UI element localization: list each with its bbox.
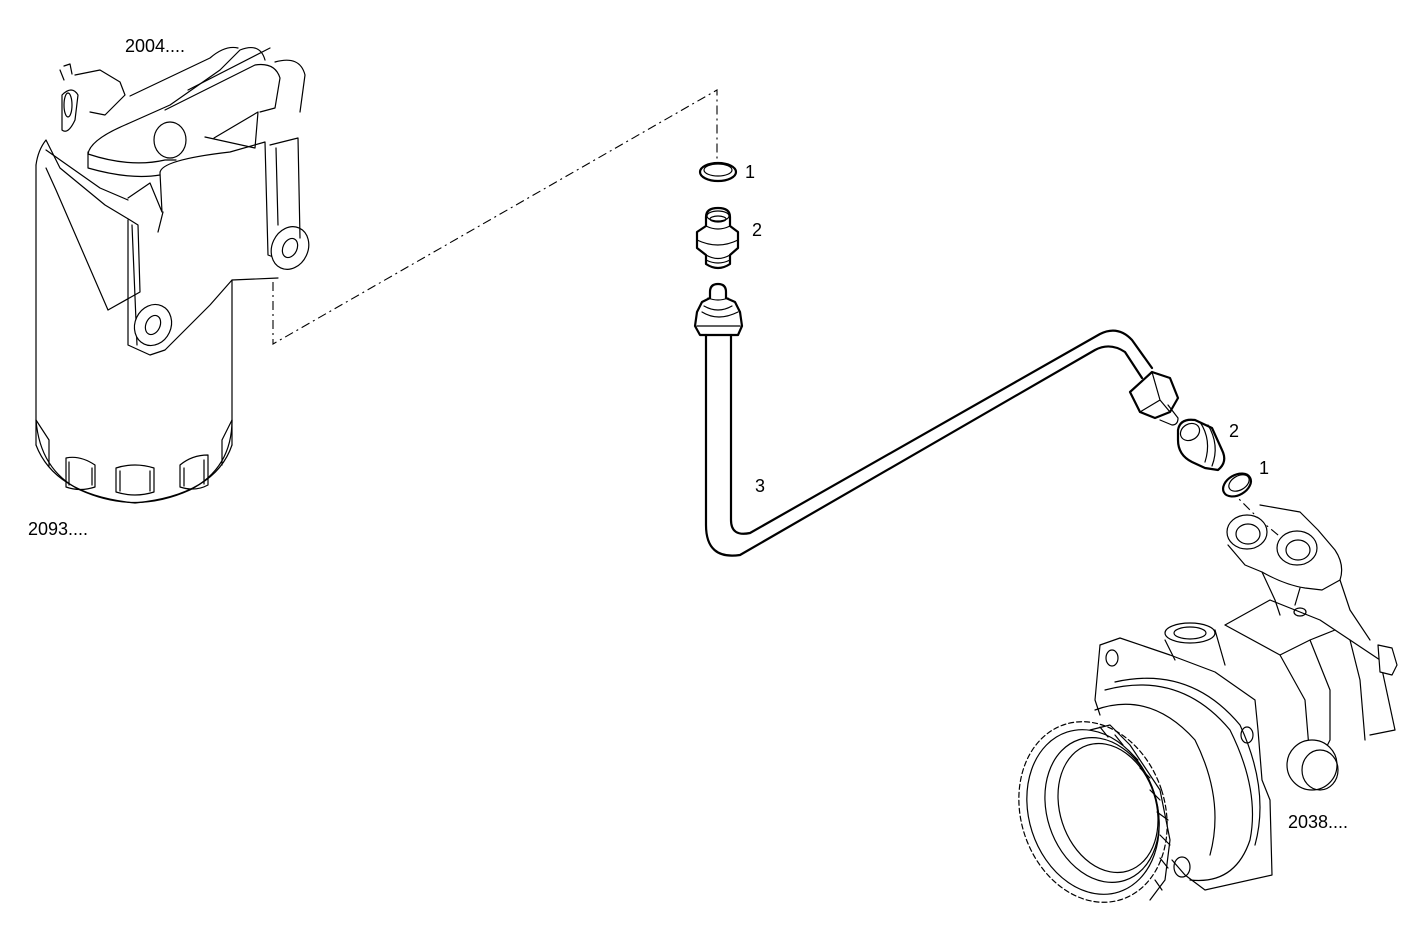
upper-sealing-ring[interactable] [698,161,738,183]
fuel-pipe[interactable] [693,282,1180,557]
position-label-2-lower: 2 [1229,421,1240,441]
upper-union-fitting[interactable] [695,206,740,270]
lower-sealing-ring[interactable] [1219,469,1255,501]
drive-gear [1018,721,1171,903]
ref-label-2038[interactable]: 2038.... [1288,812,1349,832]
position-label-1-upper: 1 [745,162,756,182]
lower-union-fitting[interactable] [1176,418,1226,472]
fuel-filter-assembly[interactable] [35,46,316,504]
fuel-pump-assembly[interactable] [996,504,1398,922]
leader-lines [272,89,1291,546]
position-label-3: 3 [755,476,766,496]
ref-label-2004[interactable]: 2004.... [125,36,186,56]
position-label-2-upper: 2 [752,220,763,240]
ref-label-2093[interactable]: 2093.... [28,519,89,539]
position-label-1-lower: 1 [1259,458,1270,478]
